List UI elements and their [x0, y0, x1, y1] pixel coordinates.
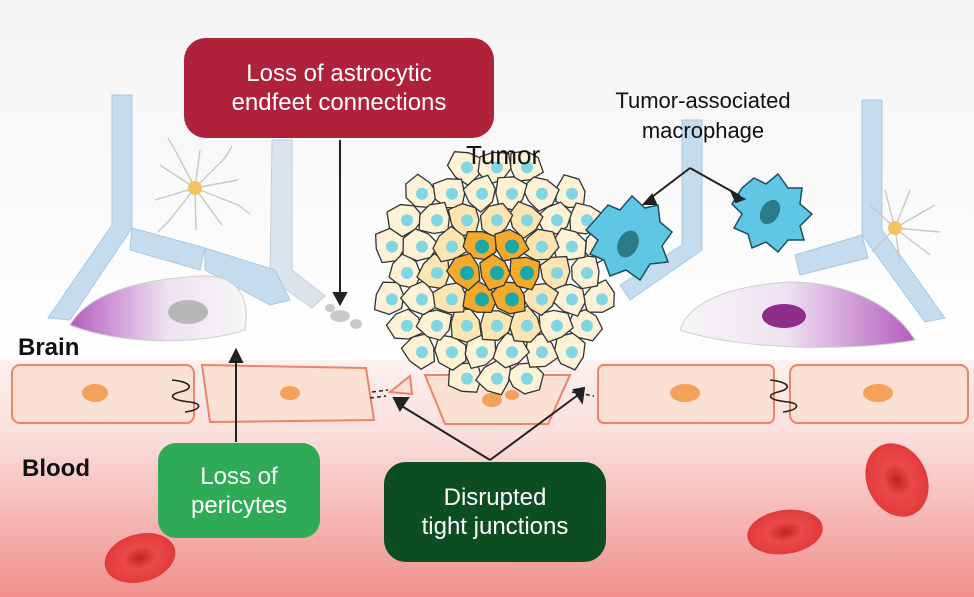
tumor-cell-nucleus — [551, 267, 563, 279]
tumor-cell-nucleus — [401, 267, 413, 279]
tumor-cell-nucleus — [551, 319, 563, 332]
tumor-cell-nucleus — [566, 240, 578, 253]
tumor-cell-nucleus — [446, 346, 458, 359]
endothelial-fragment — [387, 374, 414, 396]
astrocyte-foot-left — [47, 94, 206, 321]
tumor-cell-nucleus — [505, 292, 519, 307]
tumor-cell-nucleus — [596, 293, 608, 306]
tumor-cell-nucleus — [581, 267, 593, 279]
tumor-cell-nucleus — [521, 214, 533, 227]
tumor-cell-nucleus — [536, 346, 548, 359]
tumor-cell-nucleus — [431, 214, 443, 227]
tumor-cell-nucleus — [505, 239, 519, 254]
tumor-cell-nucleus — [490, 266, 504, 280]
pointer-arrows — [228, 140, 747, 461]
pericyte-left — [69, 275, 247, 342]
tumor-cell-nucleus — [521, 372, 533, 385]
tumor-cluster — [373, 150, 619, 396]
tumor-cell-nucleus — [491, 372, 503, 385]
tumor-cell-nucleus — [386, 240, 398, 253]
tumor-cell-nucleus — [566, 293, 578, 306]
endfeet-debris — [325, 304, 362, 329]
tumor-cell-nucleus — [416, 346, 428, 359]
tumor-label: Tumor — [466, 140, 541, 170]
callout-astrocytic-line2: endfeet connections — [231, 89, 447, 116]
tumor-cell-nucleus — [520, 266, 534, 280]
callout-pericytes-line2: pericytes — [190, 491, 288, 519]
callout-junctions-line1: Disrupted — [443, 484, 547, 511]
macrophage-1 — [584, 194, 674, 282]
tumor-cell-nucleus — [475, 239, 489, 254]
tumor-cell-nucleus — [566, 346, 578, 359]
macrophage-label-line2: macrophage — [641, 118, 765, 143]
tumor-cell-nucleus — [416, 293, 428, 306]
tumor-cell-nucleus — [386, 293, 398, 306]
tumor-cell-nucleus — [491, 214, 503, 227]
tumor-cell-nucleus — [446, 187, 458, 200]
tumor-cell-nucleus — [566, 187, 578, 200]
tumor-cell-nucleus — [521, 161, 533, 174]
tumor-cell-nucleus — [401, 319, 413, 332]
red-blood-cells — [104, 443, 929, 583]
tumor-cell-nucleus — [416, 240, 428, 253]
tumor-cell-nucleus — [536, 293, 548, 306]
tumor-cell-nucleus — [476, 346, 488, 359]
callout-disrupted-tight-junctions: Disrupted tight junctions — [384, 462, 606, 562]
tumor-cell-nucleus — [475, 292, 489, 307]
macrophage-label-line1: Tumor-associated — [615, 88, 791, 113]
tumor-cell-nucleus — [536, 240, 548, 253]
tumor-cell-nucleus — [536, 187, 548, 200]
tumor-cell-nucleus — [461, 161, 473, 174]
blood-label: Blood — [22, 455, 90, 482]
tumor-cell-nucleus — [446, 293, 458, 306]
tumor-cell-nucleus — [460, 266, 474, 280]
callout-pericytes-line1: Loss of — [200, 462, 278, 490]
callout-loss-of-pericytes: Loss of pericytes — [158, 443, 320, 538]
tumor-cell-nucleus — [461, 372, 473, 385]
brain-label: Brain — [18, 334, 80, 361]
callout-astrocytic-line1: Loss of astrocytic — [246, 60, 432, 87]
astrocyte-cell-left — [154, 137, 251, 233]
pericyte-right-nucleus — [762, 304, 806, 328]
tumor-cell-nucleus — [506, 187, 518, 200]
astrocyte-foot-right — [619, 99, 946, 323]
tumor-cell-nucleus — [446, 240, 458, 253]
callout-astrocytic-endfeet: Loss of astrocytic endfeet connections — [184, 38, 494, 138]
endothelial-nuclei — [82, 384, 893, 407]
tumor-cell-nucleus — [461, 319, 473, 332]
tumor-cell-nucleus — [491, 319, 503, 332]
macrophage-label: Tumor-associated macrophage — [588, 86, 818, 146]
callout-junctions-line2: tight junctions — [421, 513, 569, 540]
tumor-cell-nucleus — [461, 214, 473, 227]
tumor-cell-nucleus — [431, 319, 443, 332]
tumor-cell-nucleus — [581, 319, 593, 332]
tumor-cell-nucleus — [581, 214, 593, 227]
tumor-cell-nucleus — [476, 187, 488, 200]
tumor-cell-nucleus — [401, 214, 413, 227]
tumor-cell-nucleus — [431, 267, 443, 279]
tumor-cell-nucleus — [521, 319, 533, 332]
tumor-cell-nucleus — [506, 346, 518, 359]
astrocyte-foot-left-3 — [204, 247, 291, 306]
pericyte-left-nucleus — [168, 300, 208, 324]
macrophage-2 — [731, 172, 814, 254]
tumor-cell-nucleus — [491, 161, 503, 174]
astrocyte-cell-right — [869, 189, 941, 263]
tumor-cell-nucleus — [416, 187, 428, 200]
tumor-cell-nucleus — [551, 214, 563, 227]
